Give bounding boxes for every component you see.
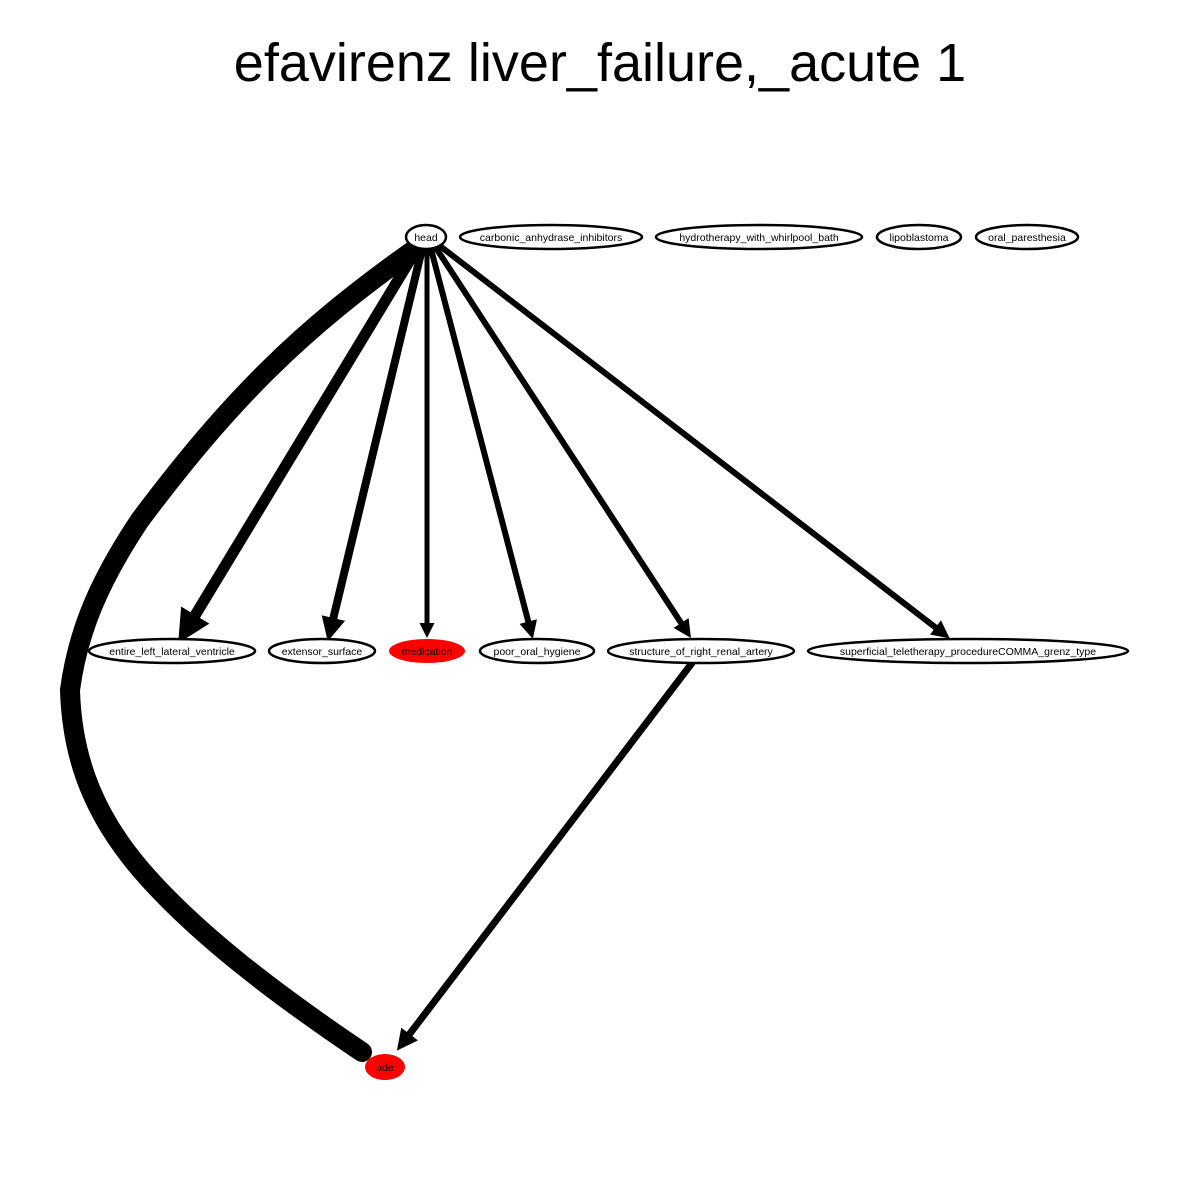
edge-head-to-ade bbox=[60, 237, 428, 1062]
node-stp: superficial_teletherapy_procedureCOMMA_g… bbox=[806, 637, 1130, 665]
node-med: medication bbox=[389, 639, 465, 663]
edge-head-to-stp bbox=[437, 243, 950, 639]
node-label-srra: structure_of_right_renal_artery bbox=[629, 646, 773, 658]
edge-head-to-elv bbox=[178, 241, 424, 644]
node-shape-poh bbox=[478, 637, 596, 665]
node-head: head bbox=[404, 223, 448, 251]
node-label-stp: superficial_teletherapy_procedureCOMMA_g… bbox=[840, 646, 1096, 658]
node-shape-ext bbox=[267, 637, 377, 665]
node-label-oral: oral_paresthesia bbox=[988, 232, 1066, 244]
node-shape-oral bbox=[974, 223, 1080, 251]
node-shape-elv bbox=[87, 637, 257, 665]
node-label-elv: entire_left_lateral_ventricle bbox=[109, 646, 235, 658]
node-label-med: medication bbox=[402, 646, 453, 658]
node-oral: oral_paresthesia bbox=[974, 223, 1080, 251]
node-ade: ade bbox=[365, 1054, 405, 1080]
node-carbonic: carbonic_anhydrase_inhibitors bbox=[458, 223, 644, 251]
node-shape-head bbox=[404, 223, 448, 251]
node-poh: poor_oral_hygiene bbox=[478, 637, 596, 665]
node-shape-med bbox=[389, 639, 465, 663]
node-label-hydro: hydrotherapy_with_whirlpool_bath bbox=[679, 232, 839, 244]
node-hydro: hydrotherapy_with_whirlpool_bath bbox=[654, 223, 864, 251]
node-srra: structure_of_right_renal_artery bbox=[606, 637, 796, 665]
node-label-ade: ade bbox=[376, 1062, 394, 1074]
node-label-carbonic: carbonic_anhydrase_inhibitors bbox=[480, 232, 622, 244]
edge-head-to-srra bbox=[433, 245, 691, 639]
node-label-head: head bbox=[414, 232, 438, 244]
node-label-lipo: lipoblastoma bbox=[890, 232, 949, 244]
node-shape-lipo bbox=[875, 223, 963, 251]
edge-head-to-poh bbox=[428, 246, 537, 639]
node-shape-srra bbox=[606, 637, 796, 665]
graph-title: efavirenz liver_failure,_acute 1 bbox=[233, 33, 967, 93]
node-elv: entire_left_lateral_ventricle bbox=[87, 637, 257, 665]
node-lipo: lipoblastoma bbox=[875, 223, 963, 251]
edge-srra-to-ade bbox=[396, 659, 696, 1051]
node-label-poh: poor_oral_hygiene bbox=[494, 646, 581, 658]
node-shape-stp bbox=[806, 637, 1130, 665]
node-shape-hydro bbox=[654, 223, 864, 251]
node-label-ext: extensor_surface bbox=[282, 646, 363, 658]
node-shape-ade bbox=[365, 1054, 405, 1080]
edge-head-to-ext bbox=[321, 245, 426, 642]
node-shape-carbonic bbox=[458, 223, 644, 251]
node-ext: extensor_surface bbox=[267, 637, 377, 665]
